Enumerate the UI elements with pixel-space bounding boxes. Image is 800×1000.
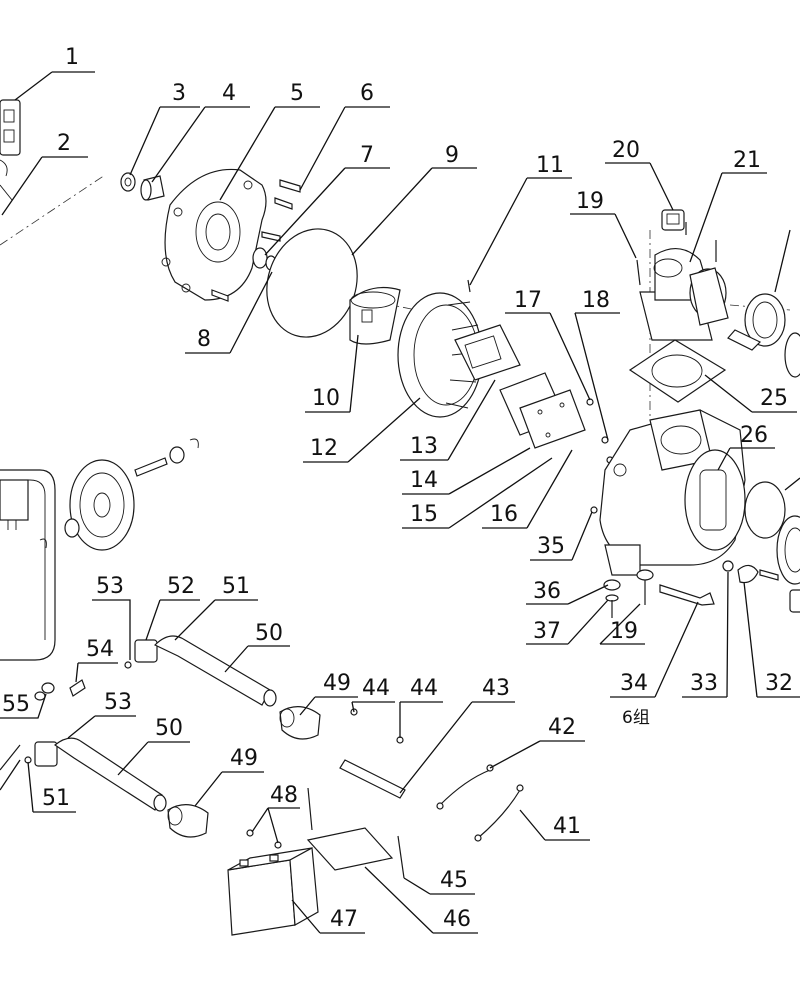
callout-44-b: 44 (410, 676, 438, 701)
callout-3: 3 (172, 81, 186, 106)
back-cover (161, 168, 267, 301)
callout-50-lower: 50 (155, 716, 183, 741)
callout-7: 7 (360, 143, 374, 168)
pump-casing (599, 409, 746, 576)
wheel (39, 438, 199, 551)
callout-5: 5 (290, 81, 304, 106)
callout-44-a: 44 (362, 676, 390, 701)
battery-tray (306, 787, 405, 879)
callout-34: 34 (620, 671, 648, 696)
callout-9: 9 (445, 143, 459, 168)
callout-10: 10 (312, 386, 340, 411)
callout-51-upper: 51 (222, 574, 250, 599)
callout-52: 52 (167, 574, 195, 599)
callout-17: 17 (514, 288, 542, 313)
callout-labels: 1 2 3 4 5 6 7 8 9 10 11 12 13 14 15 16 1… (2, 45, 793, 932)
inspection-cover (454, 324, 586, 449)
callout-25: 25 (760, 386, 788, 411)
upper-handle (124, 635, 321, 740)
battery-bracket (339, 708, 406, 799)
callout-54: 54 (86, 637, 114, 662)
callout-47: 47 (330, 907, 358, 932)
callout-55: 55 (2, 692, 30, 717)
callout-20: 20 (612, 138, 640, 163)
callout-11: 11 (536, 153, 564, 178)
callout-45: 45 (440, 868, 468, 893)
callout-12: 12 (310, 436, 338, 461)
wear-ring (349, 287, 401, 345)
outlet-coupling (727, 293, 800, 378)
callout-33: 33 (690, 671, 718, 696)
callout-43: 43 (482, 676, 510, 701)
callout-53-lower: 53 (104, 690, 132, 715)
callout-49-lower: 49 (230, 746, 258, 771)
inlet-flange (744, 481, 800, 613)
impeller (397, 292, 483, 418)
callout-15: 15 (410, 502, 438, 527)
callout-18: 18 (582, 288, 610, 313)
callout-46: 46 (443, 907, 471, 932)
callout-1: 1 (65, 45, 79, 70)
callout-37: 37 (533, 619, 561, 644)
callout-19-top: 19 (576, 189, 604, 214)
callout-35: 35 (537, 534, 565, 559)
callout-14: 14 (410, 468, 438, 493)
group-note: 6组 (622, 708, 650, 728)
callout-36: 36 (533, 579, 561, 604)
callout-4: 4 (222, 81, 236, 106)
callout-13: 13 (410, 434, 438, 459)
callout-48: 48 (270, 783, 298, 808)
callout-8: 8 (197, 327, 211, 352)
battery (227, 829, 319, 936)
callout-53-upper: 53 (96, 574, 124, 599)
callout-49-upper: 49 (323, 671, 351, 696)
lower-handle (0, 737, 209, 838)
left-frame-part (0, 99, 56, 661)
callout-6: 6 (360, 81, 374, 106)
callout-26: 26 (740, 423, 768, 448)
outlet-elbow (636, 209, 729, 341)
callout-16: 16 (490, 502, 518, 527)
callout-42: 42 (548, 715, 576, 740)
callout-51-lower: 51 (42, 786, 70, 811)
callout-32: 32 (765, 671, 793, 696)
callout-41: 41 (553, 814, 581, 839)
callout-50-upper: 50 (255, 621, 283, 646)
leader-lines (0, 71, 800, 934)
callout-19-bottom: 19 (610, 619, 638, 644)
callout-2: 2 (57, 131, 71, 156)
callout-21: 21 (733, 148, 761, 173)
